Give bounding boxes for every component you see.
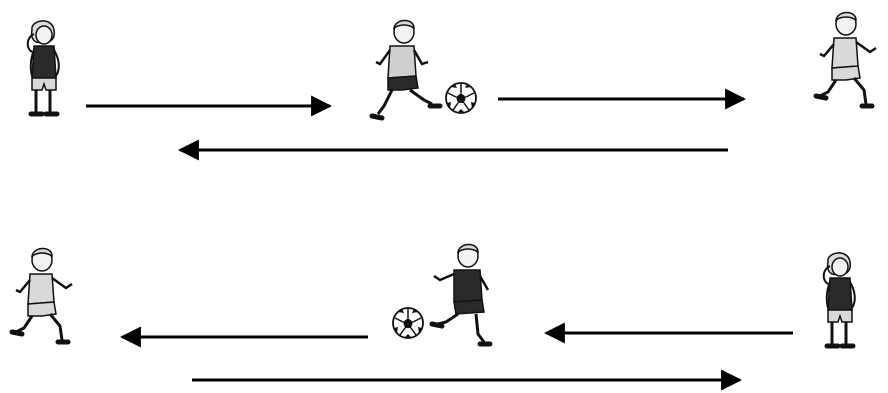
- player-boy-running-bottom-left: [12, 249, 72, 343]
- player-boy-kicking-bottom-center: [432, 245, 490, 345]
- soccer-ball-bottom: [393, 308, 423, 338]
- soccer-ball-top: [446, 83, 476, 113]
- player-boy-dribbling-top-center: [372, 21, 440, 119]
- player-girl-bottom-right: [824, 253, 855, 346]
- player-girl-top-left: [28, 21, 59, 114]
- player-boy-running-top-right: [816, 13, 876, 107]
